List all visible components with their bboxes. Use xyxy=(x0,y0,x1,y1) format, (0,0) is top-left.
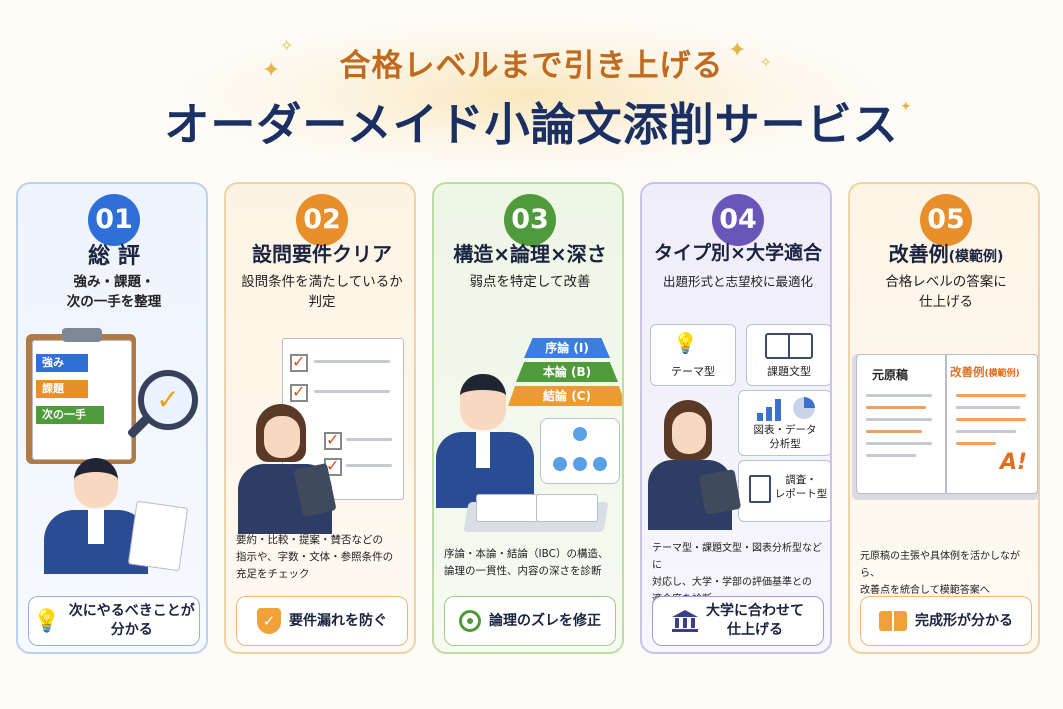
lightbulb-icon: 💡 xyxy=(673,331,698,355)
woman-illustration xyxy=(232,400,342,534)
woman-illustration xyxy=(648,400,744,530)
card-title: 総 評 xyxy=(88,244,140,269)
improved-label-small: (模範例) xyxy=(984,369,1020,379)
card-title: 改善例(模範例) xyxy=(850,238,1038,267)
card-description: 元原稿の主張や具体例を活かしながら、 改善点を統合して模範答案へ xyxy=(860,551,1020,596)
benefit-button[interactable]: 大学に合わせて 仕上げる xyxy=(652,596,824,646)
grade-mark: A! xyxy=(1000,450,1028,475)
label-intro: 序論 (I) xyxy=(524,338,610,358)
benefit-label: 次にやるべきことが 分かる xyxy=(68,603,195,638)
card-description: 序論・本論・結論（IBC）の構造、 論理の一貫性、内容の深さを診断 xyxy=(444,548,609,577)
flowchart-icon xyxy=(540,418,620,484)
card-title: 設問要件クリア xyxy=(252,242,392,266)
lightbulb-icon: 💡 xyxy=(33,608,61,634)
card-subtitle: 出題形式と志望校に最適化 xyxy=(662,274,813,289)
benefit-label: 大学に合わせて 仕上げる xyxy=(706,603,804,638)
card-summary: 01 総 評 強み・課題・ 次の一手を整理 強み 課題 次の一手 ✓ 💡 次にや… xyxy=(16,182,208,654)
sparkle-icon: ✧ xyxy=(760,55,772,71)
benefit-button[interactable]: 💡 次にやるべきことが 分かる xyxy=(28,596,200,646)
man-illustration xyxy=(38,454,158,574)
type-label: テーマ型 xyxy=(671,365,715,378)
card-title: タイプ別×大学適合 xyxy=(654,242,822,264)
checklist-illustration: ✓ ✓ ✓ ✓ xyxy=(232,334,412,534)
book-icon xyxy=(879,611,907,631)
type-chart-box: 図表・データ 分析型 xyxy=(738,390,830,456)
label-issue: 課題 xyxy=(36,380,88,398)
label-next-step: 次の一手 xyxy=(36,406,104,424)
benefit-button[interactable]: 完成形が分かる xyxy=(860,596,1032,646)
improved-label-main: 改善例 xyxy=(950,365,985,379)
target-icon xyxy=(459,610,481,632)
card-subtitle: 弱点を特定して改善 xyxy=(469,274,591,290)
sparkle-icon: ✦ xyxy=(728,38,747,63)
card-type-fit: 04 タイプ別×大学適合 出題形式と志望校に最適化 💡 テーマ型 課題文型 図表… xyxy=(640,182,832,654)
card-number: 03 xyxy=(504,194,556,246)
benefit-label: 論理のズレを修正 xyxy=(489,612,601,629)
card-number: 01 xyxy=(88,194,140,246)
shield-check-icon: ✓ xyxy=(257,608,281,634)
question-types-illustration: 💡 テーマ型 課題文型 図表・データ 分析型 調査・ レポート型 xyxy=(646,320,830,530)
clipboard-illustration: 強み 課題 次の一手 ✓ xyxy=(24,324,204,574)
card-title-small: (模範例) xyxy=(948,249,1004,265)
benefit-label: 要件漏れを防ぐ xyxy=(289,612,387,629)
label-conclusion: 結論 (C) xyxy=(508,386,622,406)
card-number: 04 xyxy=(712,194,764,246)
checkbox-icon: ✓ xyxy=(324,432,342,450)
type-label: 図表・データ 分析型 xyxy=(753,424,817,450)
card-subtitle: 合格レベルの答案に 仕上げる xyxy=(885,274,1007,310)
checkbox-icon: ✓ xyxy=(290,384,308,402)
label-body: 本論 (B) xyxy=(516,362,618,382)
benefit-label: 完成形が分かる xyxy=(915,612,1013,629)
type-report-box: 調査・ レポート型 xyxy=(738,460,830,522)
card-description: 要約・比較・提案・賛否などの 指示や、字数・文体・参照条件の 充足をチェック xyxy=(236,534,394,580)
original-draft-label: 元原稿 xyxy=(872,368,909,382)
type-label: 調査・ レポート型 xyxy=(774,474,828,500)
bar-chart-icon xyxy=(757,399,787,421)
structure-illustration: 序論 (I) 本論 (B) 結論 (C) xyxy=(436,334,622,534)
card-structure: 03 構造×論理×深さ 弱点を特定して改善 序論 (I) 本論 (B) 結論 (… xyxy=(432,182,624,654)
document-icon xyxy=(749,475,771,503)
type-theme-box: 💡 テーマ型 xyxy=(650,324,736,386)
sparkle-icon: ✦ xyxy=(900,99,912,115)
pie-chart-icon xyxy=(793,397,815,419)
label-strength: 強み xyxy=(36,354,88,372)
type-text-box: 課題文型 xyxy=(746,324,830,386)
card-subtitle: 強み・課題・ 次の一手を整理 xyxy=(66,274,162,310)
card-title-main: 改善例 xyxy=(888,242,949,266)
improved-example-label: 改善例(模範例) xyxy=(950,364,1020,380)
open-book-icon xyxy=(765,333,813,359)
checkbox-icon: ✓ xyxy=(290,354,308,372)
benefit-button[interactable]: ✓ 要件漏れを防ぐ xyxy=(236,596,408,646)
benefit-button[interactable]: 論理のズレを修正 xyxy=(444,596,616,646)
card-number: 02 xyxy=(296,194,348,246)
card-requirements: 02 設問要件クリア 設問条件を満たしているか 判定 ✓ ✓ ✓ ✓ 要約・比較… xyxy=(224,182,416,654)
type-label: 課題文型 xyxy=(767,365,811,378)
university-icon xyxy=(672,610,698,632)
card-title: 構造×論理×深さ xyxy=(453,242,607,266)
open-book-illustration: 元原稿 改善例(模範例) A! xyxy=(850,354,1038,504)
page-subtitle: 合格レベルまで引き上げる xyxy=(339,48,724,84)
sparkle-icon: ✧ xyxy=(280,36,294,55)
sparkle-icon: ✦ xyxy=(262,58,281,83)
page-title: オーダーメイド小論文添削サービス xyxy=(164,98,899,151)
card-number: 05 xyxy=(920,194,972,246)
card-improvement: 05 改善例(模範例) 合格レベルの答案に 仕上げる 元原稿 改善例(模範例) … xyxy=(848,182,1040,654)
card-subtitle: 設問条件を満たしているか 判定 xyxy=(241,274,403,310)
title-glow xyxy=(180,20,880,170)
